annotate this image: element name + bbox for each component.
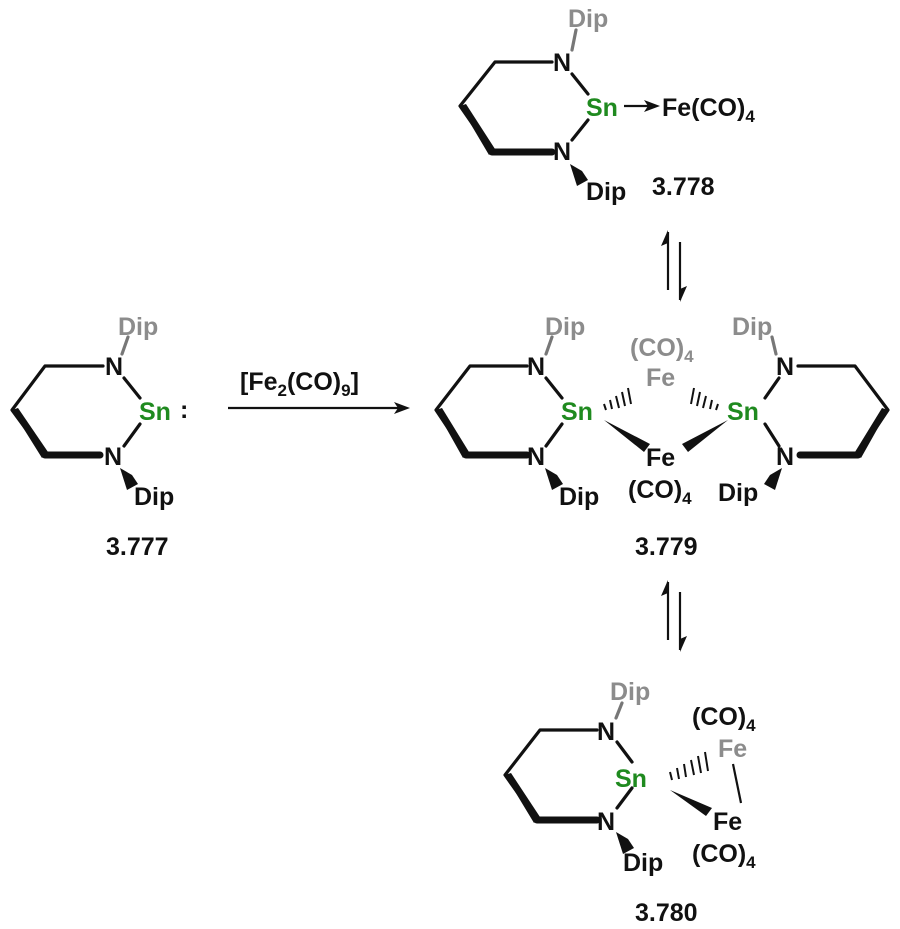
nitrogen-label: N [553,49,571,77]
compound-number: 3.778 [652,173,715,201]
dip-label: Dip [586,178,626,206]
wedge-bond [682,420,728,452]
reaction-arrow: [Fe2(CO)9] [228,368,410,414]
wedge-bond [545,468,563,490]
wedge-bond [670,790,712,816]
equilibrium-arrow-bottom [661,580,687,652]
reagent-label: [Fe2(CO)9] [240,368,359,400]
equilibrium-arrow-top [661,230,687,302]
dip-label: Dip [118,313,158,341]
nitrogen-label: N [527,353,545,381]
wedge-bond [436,408,469,458]
dip-label: Dip [623,849,663,877]
dip-label: Dip [610,678,650,706]
nitrogen-label: N [104,443,122,471]
dip-label: Dip [545,313,585,341]
dip-label: Dip [134,483,174,511]
wedge-bond [460,104,495,155]
iron-label: Fe [718,735,747,763]
carbonyl-label: (CO)4 [630,334,694,366]
carbonyl-label: (CO)4 [692,840,756,872]
compound-3777: Dip N Sn : N Dip 3.777 [10,313,188,561]
tin-label: Sn [615,765,647,793]
wedge-bond [570,164,588,186]
lone-pair: : [180,396,188,424]
compound-number: 3.780 [635,899,698,927]
carbonyl-label: (CO)4 [628,476,692,508]
compound-3780: Dip N Sn N Dip (CO)4 Fe Fe (CO)4 3.780 [503,678,756,927]
wedge-bond [12,408,48,458]
nitrogen-label: N [776,353,794,381]
tin-label: Sn [561,398,593,426]
carbonyl-label: (CO)4 [692,703,756,735]
compound-3779: Dip N Sn N Dip (CO)4 Fe Fe (CO)4 Dip N S… [434,313,890,561]
nitrogen-label: N [776,443,794,471]
dip-label: Dip [568,5,608,33]
nitrogen-label: N [597,718,615,746]
iron-carbonyl-label: Fe(CO)4 [662,94,755,126]
iron-label: Fe [646,364,675,392]
wedge-bond [505,773,540,823]
tin-label: Sn [139,398,171,426]
iron-label: Fe [646,444,675,472]
wedge-bond [616,832,634,854]
tin-label: Sn [727,398,759,426]
wedge-bond [120,468,138,490]
wedge-bond [764,468,782,490]
nitrogen-label: N [105,353,123,381]
compound-3778: Dip N Sn Fe(CO)4 N Dip 3.778 [458,5,755,206]
compound-number: 3.777 [106,533,169,561]
iron-label: Fe [713,808,742,836]
nitrogen-label: N [597,808,615,836]
dip-label: Dip [559,483,599,511]
dip-label: Dip [718,479,758,507]
wedge-bond [855,408,888,458]
dip-label: Dip [732,313,772,341]
nitrogen-label: N [527,443,545,471]
nitrogen-label: N [553,138,571,166]
wedge-bond [604,420,650,452]
compound-number: 3.779 [635,533,698,561]
tin-label: Sn [586,94,618,122]
